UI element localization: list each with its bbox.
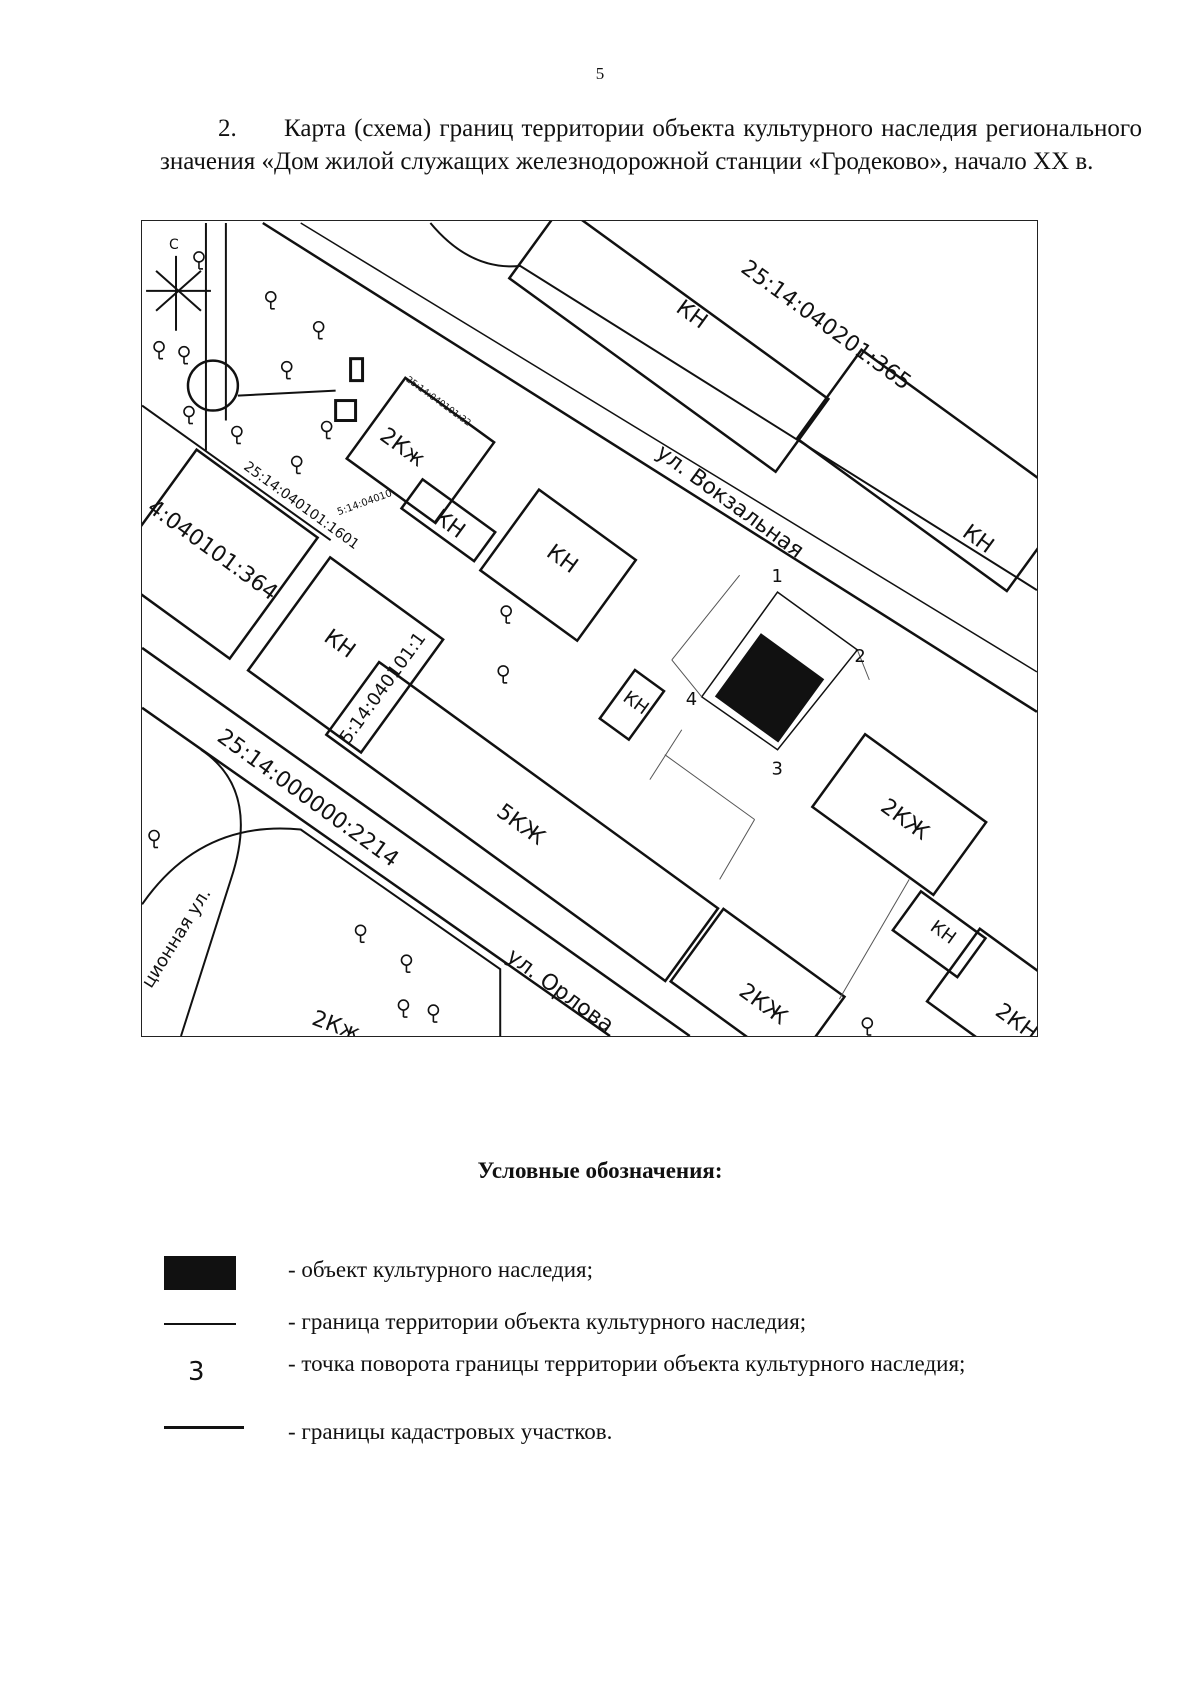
legend-text: - граница территории объекта культурного…	[288, 1309, 807, 1334]
building-label: КН	[671, 295, 712, 334]
boundary-point-label: 1	[772, 566, 783, 587]
territory-boundary	[700, 591, 859, 751]
legend-title: Условные обозначения:	[477, 1158, 723, 1183]
building-label: 2Кж	[375, 423, 430, 472]
auxiliary-lines	[649, 574, 910, 1000]
boundary-point-label: 3	[772, 759, 783, 780]
site-map: С 25:14:040201:365 ул. Вокзальная ул.	[141, 220, 1038, 1037]
street-label-partial: ционная ул.	[142, 884, 216, 991]
building-label: 2КЖ	[876, 794, 934, 846]
boundary-point-label: 4	[686, 689, 697, 710]
black-rect-symbol	[164, 1256, 236, 1290]
map-drawing: С 25:14:040201:365 ул. Вокзальная ул.	[142, 221, 1037, 1036]
section-number: 2.	[218, 115, 237, 142]
legend-text: - объект культурного наследия;	[288, 1257, 593, 1282]
building-label: КН	[542, 540, 583, 579]
building-label: 2Кж	[309, 1006, 364, 1036]
boundary-point-label: 2	[854, 646, 865, 667]
parcel-label: 5:14:04010	[336, 488, 394, 518]
section-title: Карта (схема) границ территории объекта …	[160, 115, 1142, 175]
legend-text: - точка поворота границы территории объе…	[288, 1351, 966, 1376]
building-label: КН	[958, 520, 999, 559]
parcel-label: 25:14:040101:32	[404, 375, 473, 429]
building-label: КН	[319, 625, 360, 664]
building-label: 2КЖ	[734, 979, 792, 1031]
parcel-label: 25:14:040201:365	[736, 256, 915, 396]
thick-line-symbol	[164, 1426, 244, 1429]
building-label: 2КН	[990, 999, 1037, 1036]
street-label-orlova: ул. Орлова	[502, 944, 619, 1036]
north-label: С	[169, 237, 179, 253]
heritage-object	[714, 633, 825, 743]
buildings	[142, 221, 1037, 1036]
parcel-label: 25:14:000000:2214	[212, 724, 403, 872]
point-digit-symbol: 3	[188, 1357, 205, 1387]
street-lines	[142, 221, 1037, 1036]
thin-line-symbol	[164, 1323, 236, 1325]
page-number: 5	[595, 64, 605, 83]
building-label: 5КЖ	[492, 799, 550, 851]
legend-text: - границы кадастровых участков.	[288, 1419, 613, 1444]
parcel-label: 4:040101:364	[143, 495, 283, 606]
north-arrow-icon: С	[146, 237, 211, 331]
building-label: КН	[429, 505, 470, 544]
building-label: КН	[926, 916, 960, 948]
section-heading: 2.Карта (схема) границ территории объект…	[160, 112, 1142, 178]
